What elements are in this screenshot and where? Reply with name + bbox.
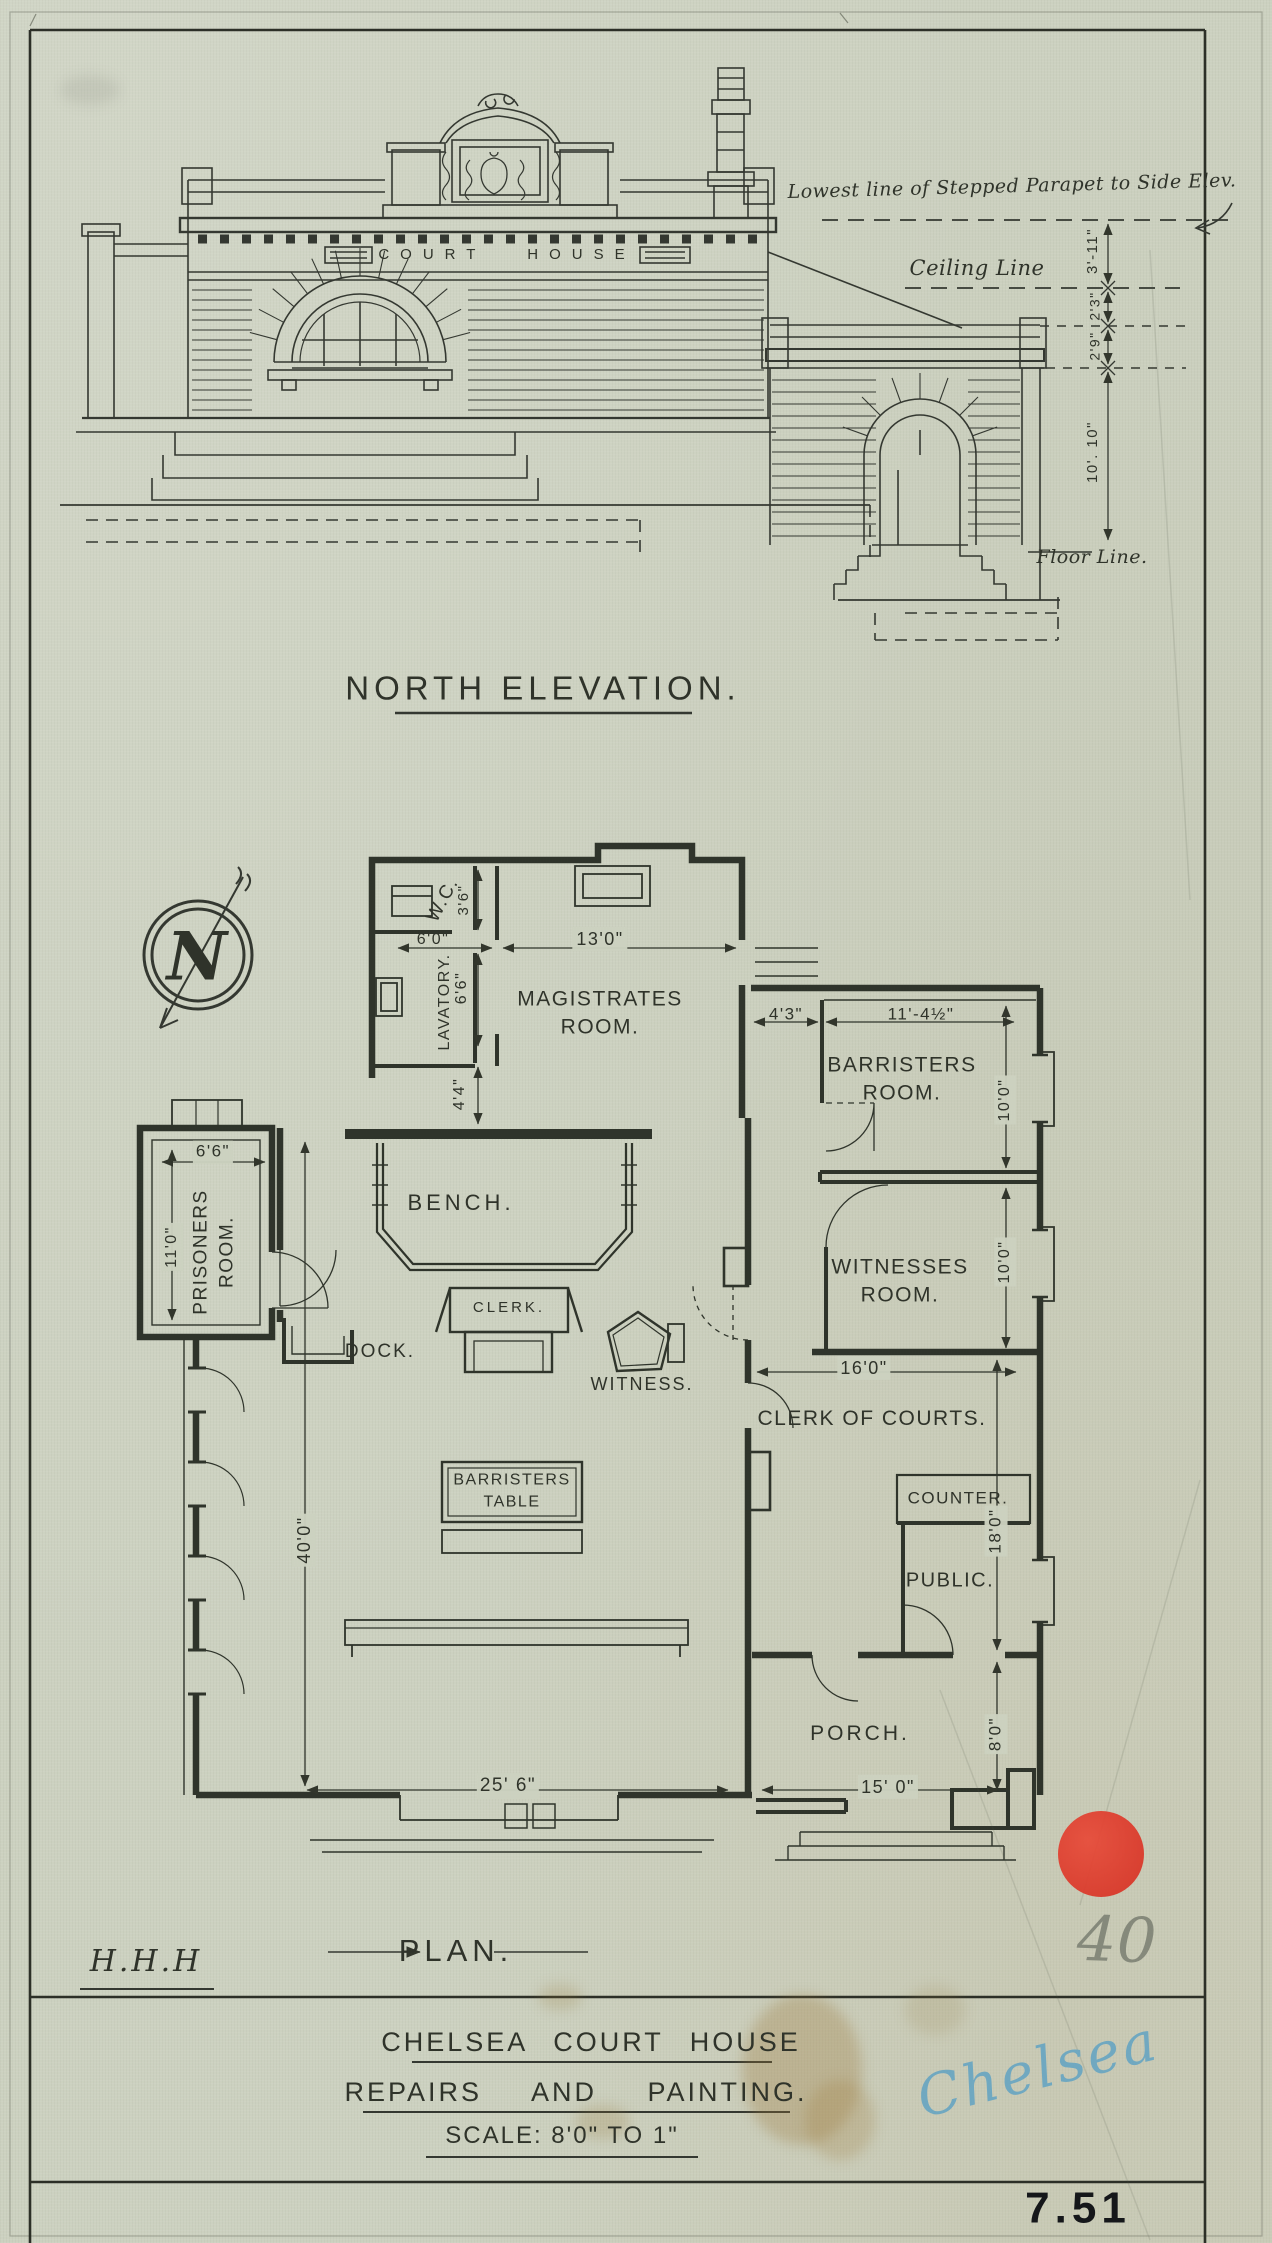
dim-porch-depth: 8'0"	[984, 1713, 1008, 1755]
footer-rules	[80, 1946, 790, 2158]
room-label-prisoners: PRISONERS ROOM.	[190, 1189, 237, 1315]
dim-courtroom-length: 40'0"	[291, 1513, 317, 1567]
room-label-porch: PORCH.	[810, 1721, 910, 1745]
dim-wall-height: 10'. 10"	[1083, 421, 1101, 483]
room-label-witness: WITNESS.	[590, 1373, 694, 1394]
dim-prisoners-width: 6'6"	[192, 1140, 234, 1164]
plan-title: PLAN.	[398, 1933, 514, 1969]
dim-lobby-depth: 4'4"	[451, 1077, 469, 1111]
compass-north-letter: N	[166, 917, 228, 996]
room-label-clerk: CLERK.	[472, 1298, 546, 1316]
dim-barristers-width: 11'-4½"	[887, 1004, 955, 1024]
dim-ceiling-to-wing-parapet: 2'3"	[1086, 291, 1103, 321]
room-label-bench: BENCH.	[407, 1190, 515, 1216]
room-label-magistrates: MAGISTRATES ROOM.	[517, 987, 683, 1039]
dim-passage-width: 4'3"	[768, 1004, 804, 1024]
dim-clerk-of-courts-width: 16'0"	[837, 1355, 891, 1381]
dim-barristers-depth: 10'0"	[994, 1075, 1016, 1125]
border-frame	[9, 11, 1263, 2243]
dim-wing-parapet: 2'9"	[1086, 331, 1103, 361]
pencil-stamp-number: 40	[1075, 1901, 1159, 1978]
dim-witnesses-depth: 10'0"	[994, 1237, 1016, 1287]
dim-magistrates-width: 13'0"	[572, 926, 628, 952]
stain-mark	[905, 1985, 965, 2035]
dim-courtroom-width: 25' 6"	[476, 1773, 540, 1799]
label-barristers-table: BARRISTERS TABLE	[453, 1471, 571, 1510]
room-label-witnesses: WITNESSES ROOM.	[831, 1255, 969, 1307]
sheet-title-line2: REPAIRS AND PAINTING.	[344, 2076, 808, 2107]
floor-line-note: Floor Line.	[1036, 546, 1148, 569]
sheet-title-line1: CHELSEA COURT HOUSE	[381, 2026, 801, 2057]
stain-mark	[805, 2080, 875, 2160]
stain-mark	[575, 2105, 630, 2139]
plate-number: 7.51	[1025, 2183, 1131, 2233]
north-compass-icon	[142, 866, 254, 1029]
dim-public-depth: 18'0"	[984, 1505, 1008, 1557]
stain-mark	[742, 1995, 862, 2145]
dim-lavatory-depth: 6'6"	[453, 971, 471, 1005]
sheet-title-line3: SCALE: 8'0" TO 1"	[445, 2121, 679, 2149]
room-label-counter: COUNTER.	[907, 1488, 1009, 1508]
elevation-title: NORTH ELEVATION.	[345, 669, 741, 707]
dim-porch-width: 15' 0"	[858, 1774, 918, 1800]
frieze-text: COURT HOUSE	[378, 245, 636, 263]
ceiling-line-note: Ceiling Line	[909, 255, 1045, 280]
dim-wc-depth: 3'6"	[454, 884, 472, 916]
room-label-dock: DOCK.	[344, 1341, 416, 1363]
dim-parapet-to-ceiling: 3'-11"	[1083, 227, 1101, 275]
smudge-mark	[60, 75, 120, 105]
room-label-clerk-of-courts: CLERK OF COURTS.	[757, 1406, 987, 1430]
dim-wc-width: 6'0"	[416, 931, 450, 949]
draughtsman-initials: H.H.H	[89, 1943, 203, 1979]
dim-prisoners-depth: 11'0"	[161, 1223, 183, 1271]
elevation-drawing	[60, 67, 1238, 715]
red-dot-sticker	[1058, 1811, 1144, 1897]
stain-mark	[538, 1984, 582, 2010]
room-label-barristers: BARRISTERS ROOM.	[827, 1053, 977, 1105]
room-label-public: PUBLIC.	[905, 1569, 995, 1592]
